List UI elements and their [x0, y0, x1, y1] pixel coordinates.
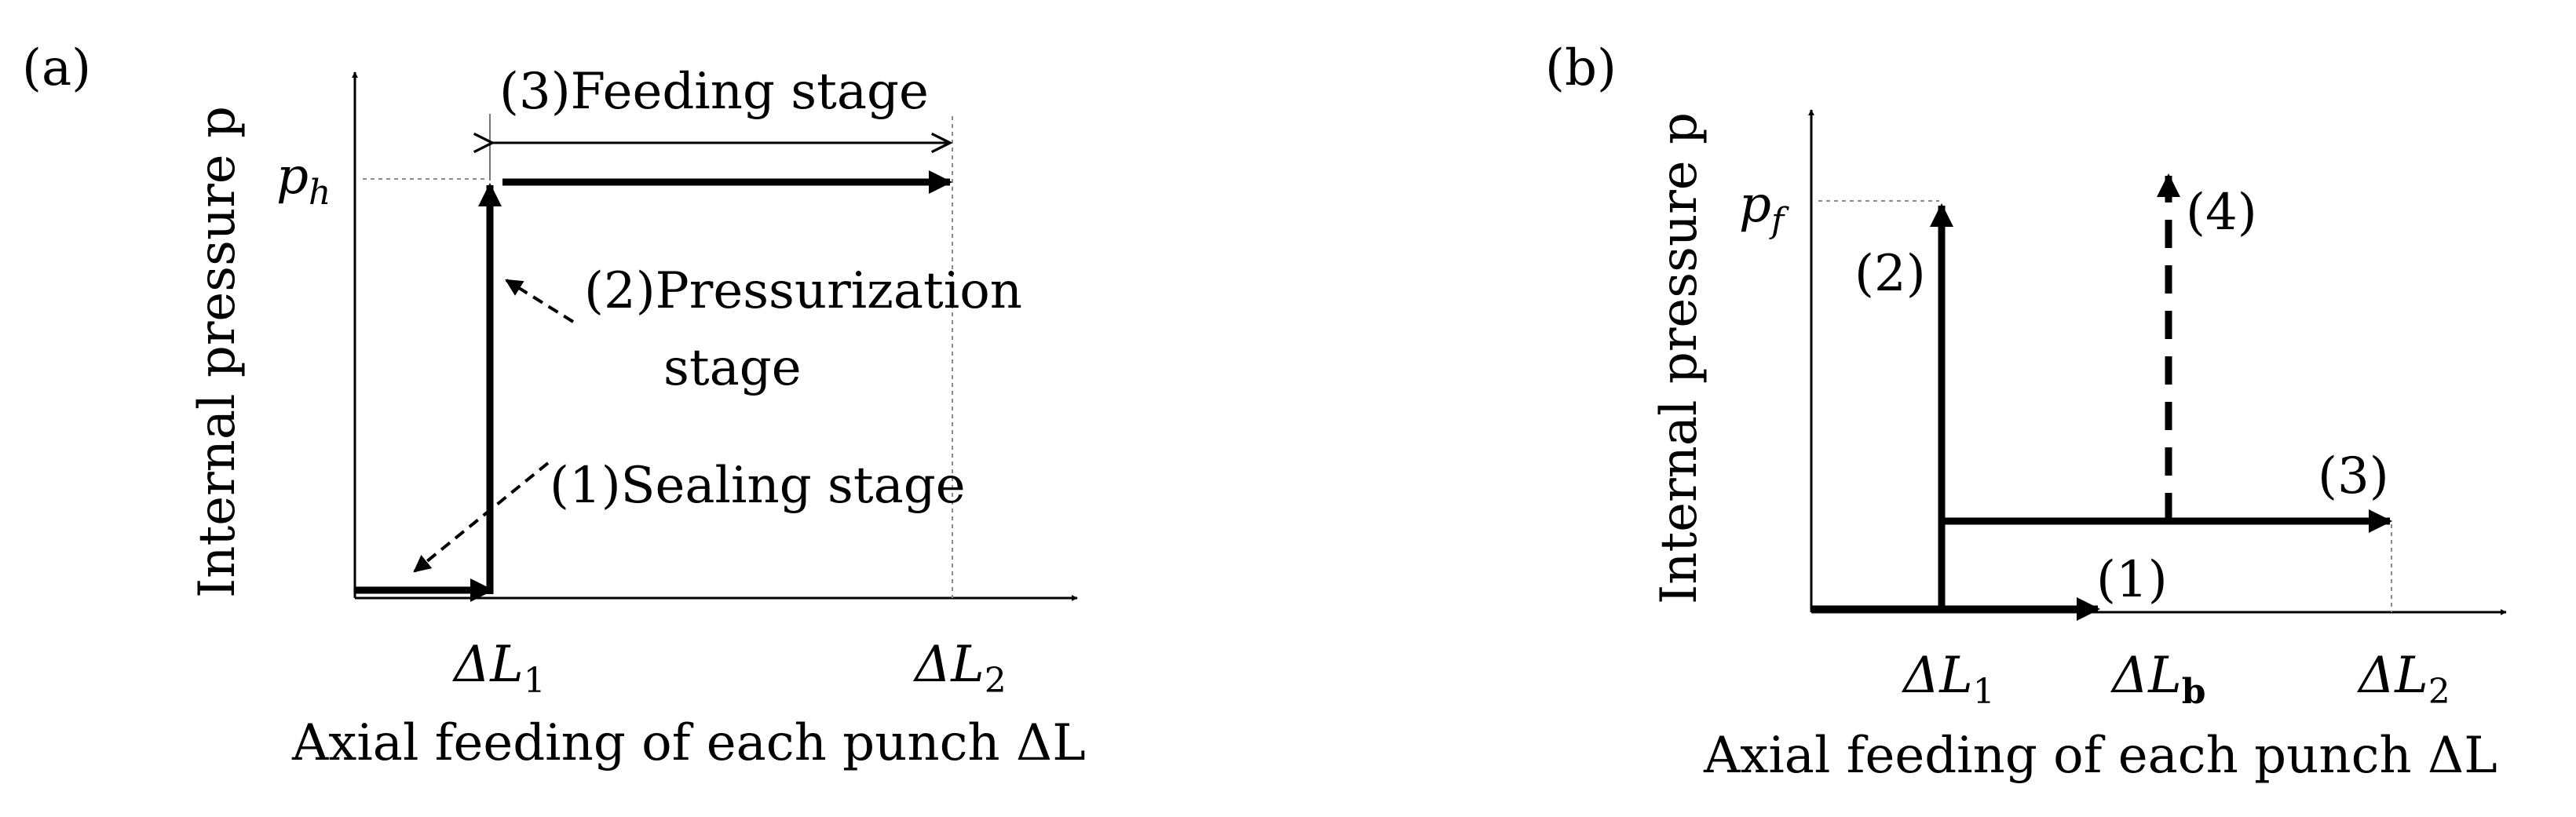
panel-b-y-tick-pf: pf [1739, 176, 1789, 241]
panel-a-stage-3-label: (3)Feeding stage [499, 63, 929, 121]
panel-a-y-axis-label: Internal pressure p [188, 106, 247, 598]
panel-a-stage-2-label-line1: (2)Pressurization [584, 262, 1022, 320]
panel-b-path-3-label: (3) [2318, 447, 2389, 505]
panel-b-x-tick-dl2: ΔL2 [2356, 647, 2450, 712]
panel-b-path-2-label: (2) [1854, 245, 1926, 303]
panel-b-x-axis-label: Axial feeding of each punch ΔL [1703, 727, 2497, 785]
panel-a-pressurization-callout [505, 279, 575, 323]
panel-a-x-tick-dl2: ΔL2 [912, 636, 1007, 701]
panel-b-x-tick-dlb: ΔLb [2110, 647, 2205, 712]
panel-a-sealing-callout [413, 461, 550, 573]
panel-b-path-1-label: (1) [2096, 551, 2168, 609]
panel-a-stage-2-label-line2: stage [663, 339, 802, 397]
panel-b: (b) (1) (2) (3) (4) pf ΔL1 ΔLb ΔL2 Axial… [1545, 39, 2507, 785]
panel-a-label: (a) [22, 39, 91, 97]
panel-a: (a) (3)Feeding stage (2)Pressurization s… [22, 39, 1086, 772]
panel-b-path-4-label: (4) [2186, 184, 2257, 242]
panel-b-x-tick-dl1: ΔL1 [1901, 647, 1995, 712]
panel-b-label: (b) [1545, 39, 1617, 97]
panel-b-y-axis-label: Internal pressure p [1650, 112, 1708, 604]
panel-a-x-tick-dl1: ΔL1 [451, 636, 546, 701]
panel-a-x-axis-label: Axial feeding of each punch ΔL [291, 714, 1086, 772]
panel-a-y-tick-ph: ph [276, 148, 331, 213]
panel-a-stage-1-label: (1)Sealing stage [550, 457, 966, 515]
